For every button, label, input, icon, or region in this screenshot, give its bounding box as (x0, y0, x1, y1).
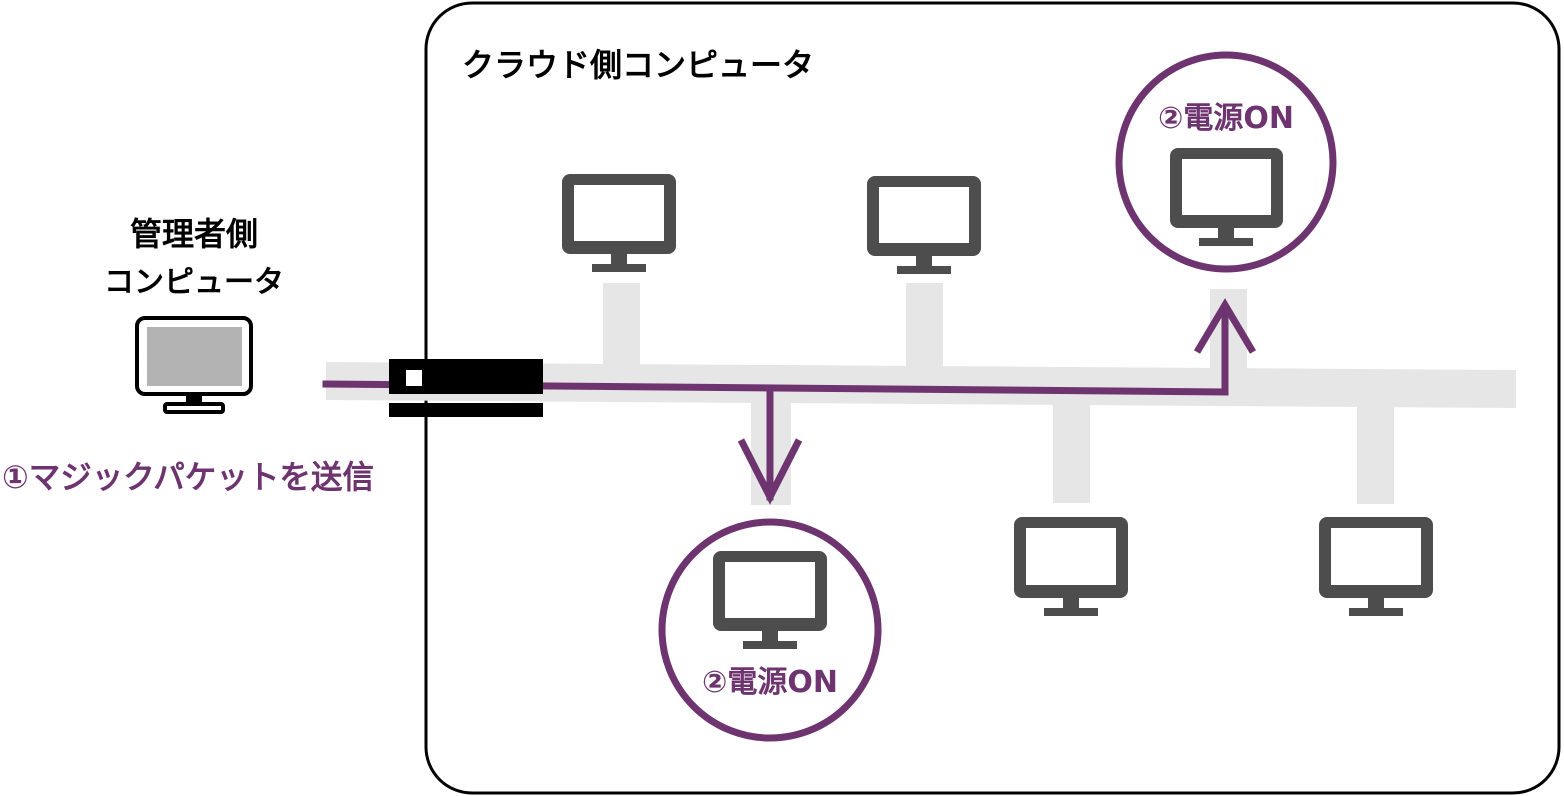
arrow-icon (737, 298, 1257, 505)
backbone-main-line (326, 362, 1516, 408)
monitor-icon (1319, 517, 1433, 616)
power-on-label-top: ②電源ON (1158, 101, 1294, 136)
packet-line-main (322, 308, 1229, 396)
monitor-icon (562, 174, 676, 272)
drop-line-upper-1 (603, 283, 640, 366)
arrow-head-up (1193, 298, 1257, 354)
monitor-icon (713, 551, 827, 649)
cloud-area-title: クラウド側コンピュータ (462, 46, 814, 84)
router-icon (389, 359, 543, 417)
drop-line-upper-2 (906, 283, 943, 369)
monitor-icon (867, 176, 981, 274)
drop-line-lower-2 (1053, 400, 1090, 503)
monitor-icon (135, 316, 253, 414)
drop-line-lower-3 (1357, 404, 1394, 504)
admin-label-line1: 管理者側 (130, 215, 258, 253)
monitor-icon (1170, 148, 1283, 246)
arrow-head-down (737, 438, 803, 505)
magic-packet-path (322, 308, 1229, 501)
power-on-label-bottom: ②電源ON (702, 665, 838, 700)
monitor-icon (1014, 517, 1128, 616)
send-magic-packet-label: ①マジックパケットを送信 (2, 458, 374, 496)
admin-label-line2: コンピュータ (104, 265, 284, 300)
